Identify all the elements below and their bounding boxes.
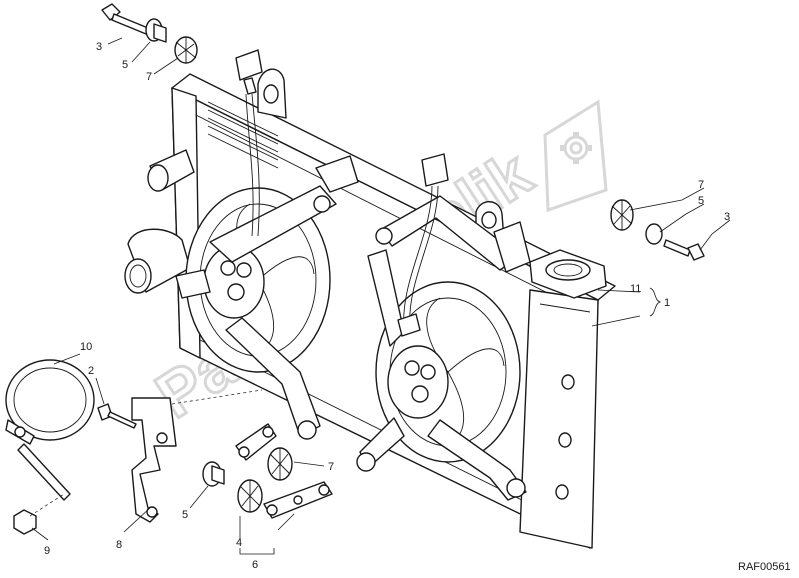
- callout-lower-bushing: 7: [328, 461, 334, 473]
- fan-wiring: [235, 49, 449, 337]
- horn-nut: [13, 493, 65, 535]
- screw-right: [663, 239, 705, 261]
- callout-link-plates: 4: [236, 537, 242, 549]
- callout-right-washer: 5: [698, 195, 704, 207]
- bushing-top-left: [174, 36, 198, 64]
- callout-right-bushing: 7: [698, 179, 704, 191]
- bushing-right: [610, 199, 634, 231]
- horn-screw: [97, 403, 137, 429]
- callout-washer-top: 5: [122, 59, 128, 71]
- right-bushing-callout-7: 7: [698, 179, 704, 191]
- link-plate-lower: [263, 481, 333, 519]
- callout-horn-screw: 2: [88, 365, 94, 377]
- callout-filler-cap: 11: [630, 283, 641, 295]
- callout-right-screw: 3: [724, 211, 730, 223]
- callout-labels: 3 5 7 10 2 9 8 5 4 6 7 5 3 11 1: [44, 41, 730, 571]
- callout-radiator: 1: [664, 297, 670, 309]
- lower-bushing-mid: [267, 447, 293, 481]
- washer-right: [645, 223, 663, 245]
- callout-link-kit: 6: [252, 559, 258, 571]
- washer-top-left: [145, 18, 167, 43]
- screw-top-left: [101, 3, 149, 35]
- callout-horn-bracket: 8: [116, 539, 122, 551]
- callout-bushing-top: 7: [146, 71, 152, 83]
- callout-horn: 10: [80, 341, 92, 353]
- horn: [5, 359, 95, 501]
- left-fan: [175, 155, 359, 440]
- callout-lower-washer: 5: [182, 509, 188, 521]
- callout-horn-nut: 9: [44, 545, 50, 557]
- lower-bushing-left: [237, 479, 263, 513]
- gear-icon: [560, 132, 592, 164]
- watermark-gear-badge: [543, 99, 608, 213]
- lower-washer: [202, 461, 225, 487]
- reference-code: RAF00561: [738, 561, 791, 573]
- horn-bracket: [131, 389, 263, 523]
- link-plate-upper: [235, 423, 277, 461]
- callout-leaders: [31, 37, 731, 555]
- callout-screw-top: 3: [96, 41, 102, 53]
